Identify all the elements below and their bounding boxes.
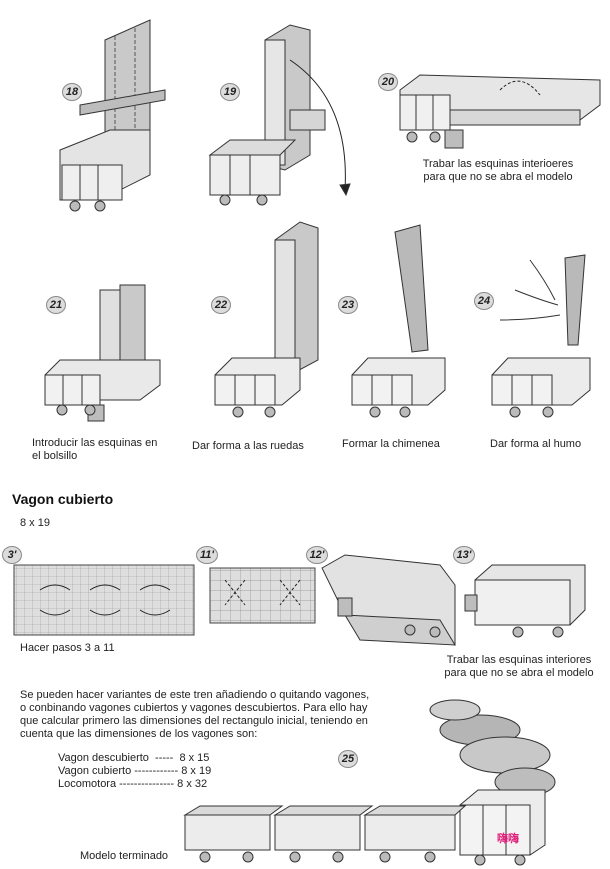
final-train	[183, 699, 556, 866]
section-size: 8 x 19	[20, 517, 50, 529]
step-badge-11p: 11'	[196, 546, 218, 564]
caption-step13: Trabar las esquinas interiores para que …	[444, 654, 594, 679]
step-badge-23: 23	[338, 296, 358, 314]
step-badge-19: 19	[220, 83, 240, 101]
step20-model	[399, 74, 601, 149]
step19-model	[208, 24, 351, 206]
step-badge-3p: 3'	[2, 546, 22, 564]
section-title: Vagon cubierto	[12, 491, 114, 507]
step3-sheet	[13, 564, 195, 636]
step-badge-20: 20	[378, 73, 398, 91]
caption-step22: Dar forma a las ruedas	[192, 440, 304, 452]
dim-vagon-cubierto: Vagon cubierto ------------ 8 x 19	[58, 765, 212, 777]
step18-model	[59, 19, 166, 212]
step13-model	[464, 564, 586, 638]
step-badge-25: 25	[338, 750, 358, 768]
step24-model	[491, 254, 591, 418]
dim-vagon-descubierto: Vagon descubierto ----- 8 x 15	[58, 752, 210, 764]
step22-model	[214, 221, 319, 418]
caption-final: Modelo terminado	[80, 850, 169, 862]
notes-paragraph: Se pueden hacer variantes de este tren a…	[20, 689, 370, 740]
step12-model	[321, 554, 456, 646]
step-badge-18: 18	[62, 83, 82, 101]
caption-step21: Introducir las esquinas en el bolsillo	[32, 437, 158, 462]
step-badge-22: 22	[211, 296, 231, 314]
step-badge-13p: 13'	[453, 546, 475, 564]
step11-sheet	[209, 567, 316, 624]
smoke-cloud	[429, 699, 556, 797]
caption-step23: Formar la chimenea	[342, 438, 440, 450]
step21-model	[44, 284, 161, 422]
step-badge-21: 21	[46, 296, 66, 314]
step-badge-24: 24	[474, 292, 494, 310]
caption-step24: Dar forma al humo	[490, 438, 582, 450]
dim-locomotora: Locomotora --------------- 8 x 32	[58, 778, 208, 790]
signature-stamp: 嗨嗨	[497, 832, 519, 845]
step-badge-12p: 12'	[306, 546, 328, 564]
step23-model	[351, 224, 446, 418]
caption-step20: Trabar las esquinas interioeres para que…	[422, 158, 574, 183]
caption-step3: Hacer pasos 3 a 11	[20, 642, 115, 654]
